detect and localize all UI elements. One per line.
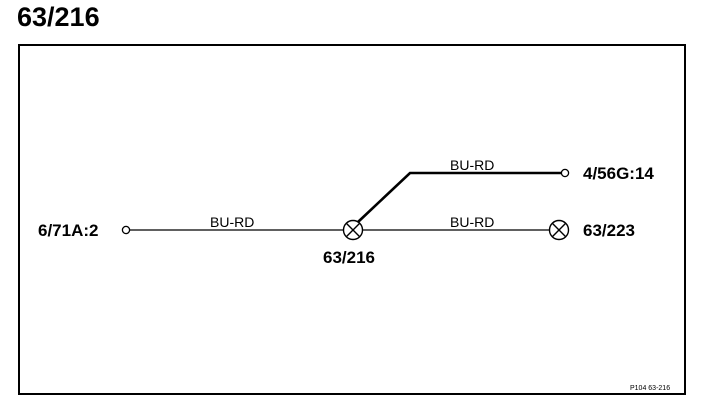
diagram-frame: [18, 44, 686, 395]
wire-upper-label: BU-RD: [450, 157, 494, 173]
splice-center-label: 63/216: [323, 248, 375, 267]
wire-left-label: BU-RD: [210, 214, 254, 230]
terminal-left-icon: [121, 225, 131, 235]
terminal-left-label: 6/71A:2: [38, 221, 98, 240]
wire-upper: [357, 171, 561, 223]
drawing-reference: P104 63-216: [630, 385, 670, 392]
splice-center-icon: [342, 219, 364, 241]
wire-lower-label: BU-RD: [450, 214, 494, 230]
splice-right-icon: [548, 219, 570, 241]
terminal-top-right-label: 4/56G:14: [583, 164, 654, 183]
terminal-top-right-icon: [560, 168, 570, 178]
splice-right-label: 63/223: [583, 221, 635, 240]
page-title: 63/216: [17, 2, 100, 32]
